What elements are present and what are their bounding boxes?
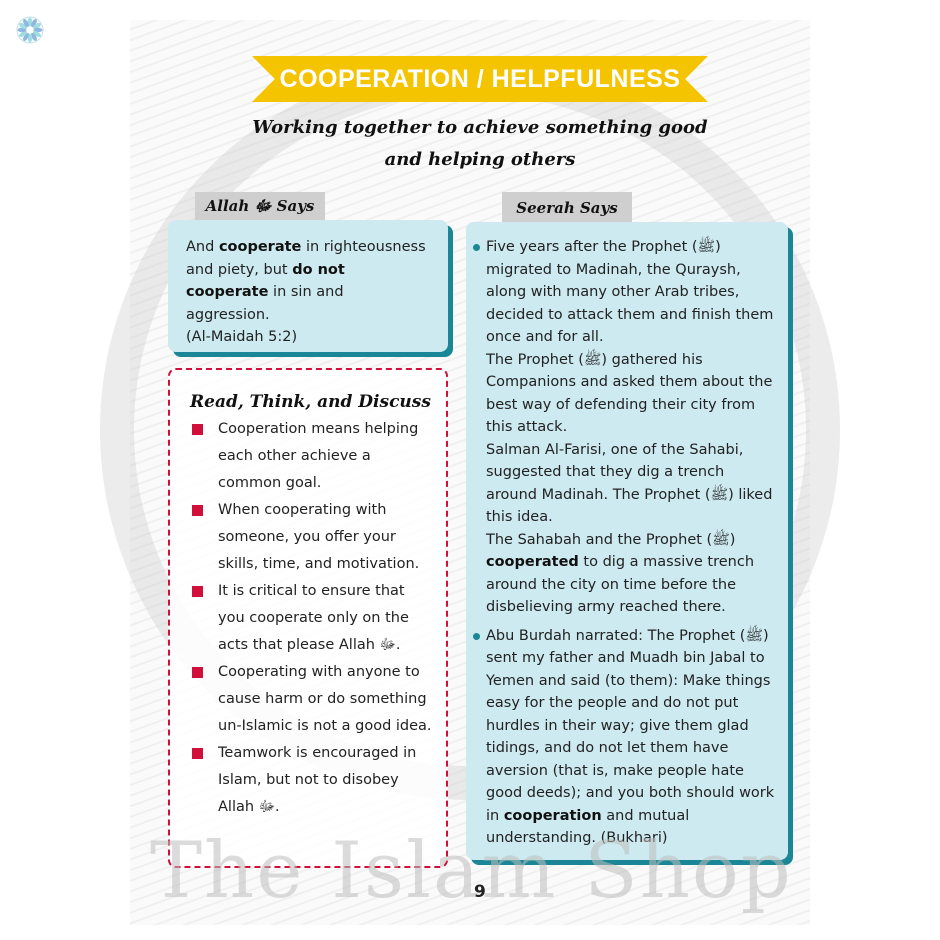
text-run: Salman Al-Farisi, one of the Sahabi, sug… [486, 441, 773, 526]
bold-keyword: do not cooperate [186, 261, 345, 301]
seerah-paragraph: The Prophet (ﷺ) gathered his Companions … [486, 349, 778, 439]
discussion-text: It is critical to ensure that you cooper… [218, 583, 409, 653]
bullet-icon [473, 244, 480, 251]
text-run: to dig a massive trench around the city … [486, 554, 755, 615]
quran-box: And cooperate in righteousness and piety… [168, 220, 448, 352]
discussion-text: Teamwork is encouraged in Islam, but not… [218, 745, 417, 815]
discussion-item: When cooperating with someone, you offer… [190, 497, 432, 578]
discussion-text: Cooperation means helping each other ach… [218, 421, 419, 491]
quran-verse: And cooperate in righteousness and piety… [186, 236, 430, 326]
logo-petal [19, 23, 28, 29]
title-banner: COOPERATION / HELPFULNESS [252, 56, 708, 102]
seerah-box: Five years after the Prophet (ﷺ) migrate… [466, 222, 788, 860]
logo-petal [19, 31, 28, 37]
bullet-icon [192, 424, 203, 435]
logo-petal [32, 31, 41, 37]
logo-icon [16, 16, 44, 44]
quran-reference: (Al-Maidah 5:2) [186, 329, 298, 345]
seerah-item: Abu Burdah narrated: The Prophet (ﷺ) sen… [473, 625, 778, 850]
subtitle: Working together to achieve something go… [200, 112, 760, 176]
bullet-icon [192, 586, 203, 597]
bullet-icon [192, 505, 203, 516]
page-title: COOPERATION / HELPFULNESS [279, 64, 681, 93]
seerah-paragraph: Abu Burdah narrated: The Prophet (ﷺ) sen… [486, 625, 778, 850]
page-number: 9 [474, 882, 486, 902]
text-run: in sin and aggression. [186, 284, 344, 323]
text-run: in righteousness and piety, but [186, 239, 426, 278]
bullet-icon [473, 632, 480, 640]
logo-petal [31, 32, 37, 41]
subtitle-line: Working together to achieve something go… [252, 117, 708, 138]
read-think-discuss-box: Read, Think, and Discuss Cooperation mea… [168, 368, 448, 868]
seerah-paragraph: Five years after the Prophet (ﷺ) migrate… [486, 236, 778, 349]
watermark-text: The Islam Shop [150, 826, 793, 916]
bold-keyword: cooperated [486, 554, 579, 570]
text-run: and mutual understanding. (Bukhari) [486, 807, 690, 847]
logo-petal [31, 19, 37, 28]
text-run: And [186, 239, 219, 255]
bold-keyword: cooperation [503, 807, 602, 824]
bullet-icon [192, 667, 203, 678]
logo-petal [33, 27, 43, 33]
discussion-item: Cooperation means helping each other ach… [190, 416, 432, 497]
text-run: The Sahabah and the Prophet (ﷺ) [486, 531, 736, 548]
logo-petal [27, 17, 33, 27]
discussion-text: When cooperating with someone, you offer… [218, 502, 420, 572]
seerah-paragraph: The Sahabah and the Prophet (ﷺ) cooperat… [486, 529, 778, 619]
allah-says-tag: Allah ﷻ Says [195, 192, 325, 224]
bold-keyword: cooperate [218, 239, 302, 255]
discussion-text: Cooperating with anyone to cause harm or… [218, 664, 432, 734]
text-run: Five years after the Prophet (ﷺ) migrate… [486, 239, 774, 345]
logo-petal [17, 27, 27, 33]
text-run: The Prophet (ﷺ) gathered his Companions … [486, 351, 773, 436]
subtitle-line: and helping others [384, 149, 576, 170]
logo-petal [23, 19, 29, 28]
discussion-item: It is critical to ensure that you cooper… [190, 578, 432, 659]
seerah-item: Five years after the Prophet (ﷺ) migrate… [473, 236, 778, 619]
seerah-paragraph: Salman Al-Farisi, one of the Sahabi, sug… [486, 439, 778, 529]
logo-petal [27, 33, 33, 43]
seerah-says-tag: Seerah Says [502, 192, 632, 224]
bullet-icon [192, 748, 203, 759]
discussion-item: Teamwork is encouraged in Islam, but not… [190, 740, 432, 821]
read-think-heading: Read, Think, and Discuss [190, 392, 431, 412]
logo-petal [32, 23, 41, 29]
discussion-item: Cooperating with anyone to cause harm or… [190, 659, 432, 740]
logo-petal [23, 32, 29, 41]
text-run: Abu Burdah narrated: The Prophet (ﷺ) sen… [486, 627, 775, 824]
